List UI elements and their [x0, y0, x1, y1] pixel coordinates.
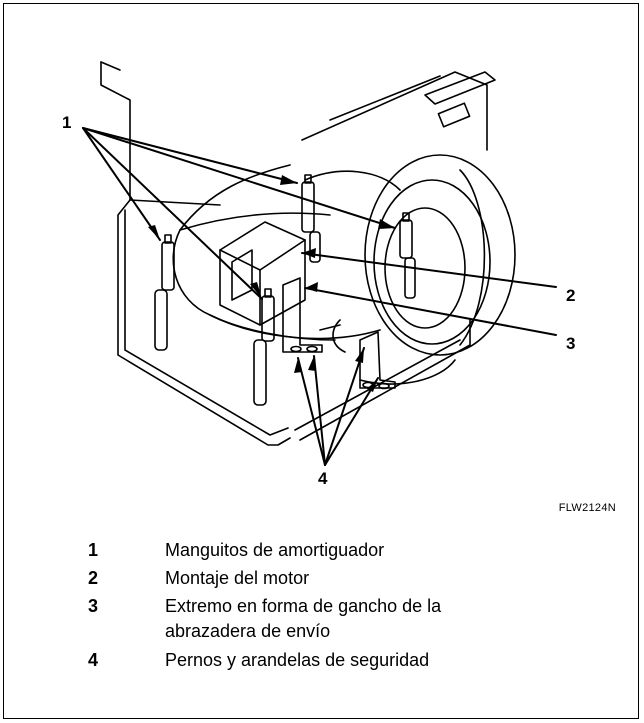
legend-text: Montaje del motor [165, 568, 310, 588]
figure-frame [3, 3, 639, 719]
legend-number: 2 [88, 568, 99, 588]
control-panel [424, 71, 496, 128]
legend-text: Pernos y arandelas de seguridad [165, 650, 430, 670]
drum-opening [364, 154, 516, 356]
shock-absorbers [154, 174, 416, 406]
figure-code: FLW2124N [558, 502, 616, 514]
legend-text: Extremo en forma de gancho de la abrazad… [165, 596, 442, 641]
arrowheads [148, 175, 395, 392]
legend-number: 3 [88, 596, 99, 616]
callout-3: 3 [566, 334, 576, 353]
callout-4: 4 [318, 469, 328, 488]
shipping-brackets [282, 277, 396, 390]
legend-number: 4 [88, 650, 99, 670]
cabinet-outline [100, 61, 488, 446]
legend-number: 1 [88, 540, 99, 560]
leader-lines [82, 127, 557, 466]
tub-body [172, 164, 456, 385]
washer-suspension-illustration [82, 61, 557, 466]
legend-text: Manguitos de amortiguador [165, 540, 385, 560]
callout-1: 1 [62, 113, 72, 132]
callout-2: 2 [566, 286, 576, 305]
